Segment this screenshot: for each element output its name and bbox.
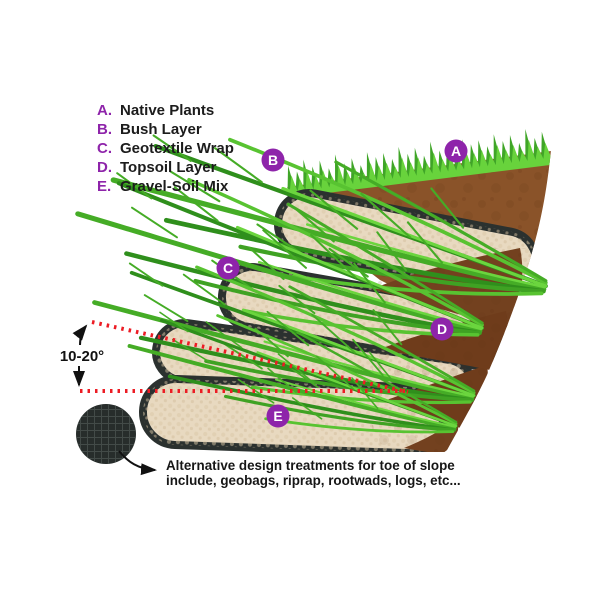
badge-c-letter: C (223, 260, 233, 276)
legend-item-bush-layer: B. Bush Layer (97, 120, 234, 139)
legend-letter: E. (97, 178, 112, 195)
legend-letter: C. (97, 140, 112, 157)
badge-a: A (444, 139, 468, 163)
grass (287, 128, 551, 198)
badge-d-letter: D (437, 321, 447, 337)
badge-a-letter: A (451, 143, 461, 159)
badge-e-letter: E (273, 408, 282, 424)
grass-front-layer (289, 139, 551, 198)
legend-label: Gravel-Soil Mix (120, 178, 229, 195)
badge-d: D (430, 317, 454, 341)
legend-item-topsoil-layer: D. Topsoil Layer (97, 158, 234, 177)
badge-e: E (266, 404, 290, 428)
legend-label: Geotextile Wrap (120, 140, 234, 157)
legend-label: Topsoil Layer (120, 159, 217, 176)
toe-caption-line2: include, geobags, riprap, rootwads, logs… (166, 472, 461, 488)
angle-arrow-up (72, 324, 88, 346)
legend: A. Native Plants B. Bush Layer C. Geotex… (97, 101, 234, 196)
legend-letter: A. (97, 102, 112, 119)
badge-c: C (216, 256, 240, 280)
legend-label: Bush Layer (120, 121, 202, 138)
legend-item-gravel-soil-mix: E. Gravel-Soil Mix (97, 177, 234, 196)
toe-arrow (118, 450, 157, 476)
legend-item-geotextile-wrap: C. Geotextile Wrap (97, 139, 234, 158)
legend-item-native-plants: A. Native Plants (97, 101, 234, 120)
legend-letter: D. (97, 159, 112, 176)
toe-caption: Alternative design treatments for toe of… (166, 458, 476, 488)
legend-label: Native Plants (120, 102, 215, 119)
legend-letter: B. (97, 121, 112, 138)
toe-circle (76, 404, 136, 464)
angle-label: 10-20° (59, 348, 105, 365)
badge-b-letter: B (268, 152, 278, 168)
toe-caption-line1: Alternative design treatments for toe of… (166, 458, 455, 473)
angle-annotation (72, 324, 88, 387)
red-dotted-line-upper (91, 320, 409, 394)
badge-b: B (261, 148, 285, 172)
